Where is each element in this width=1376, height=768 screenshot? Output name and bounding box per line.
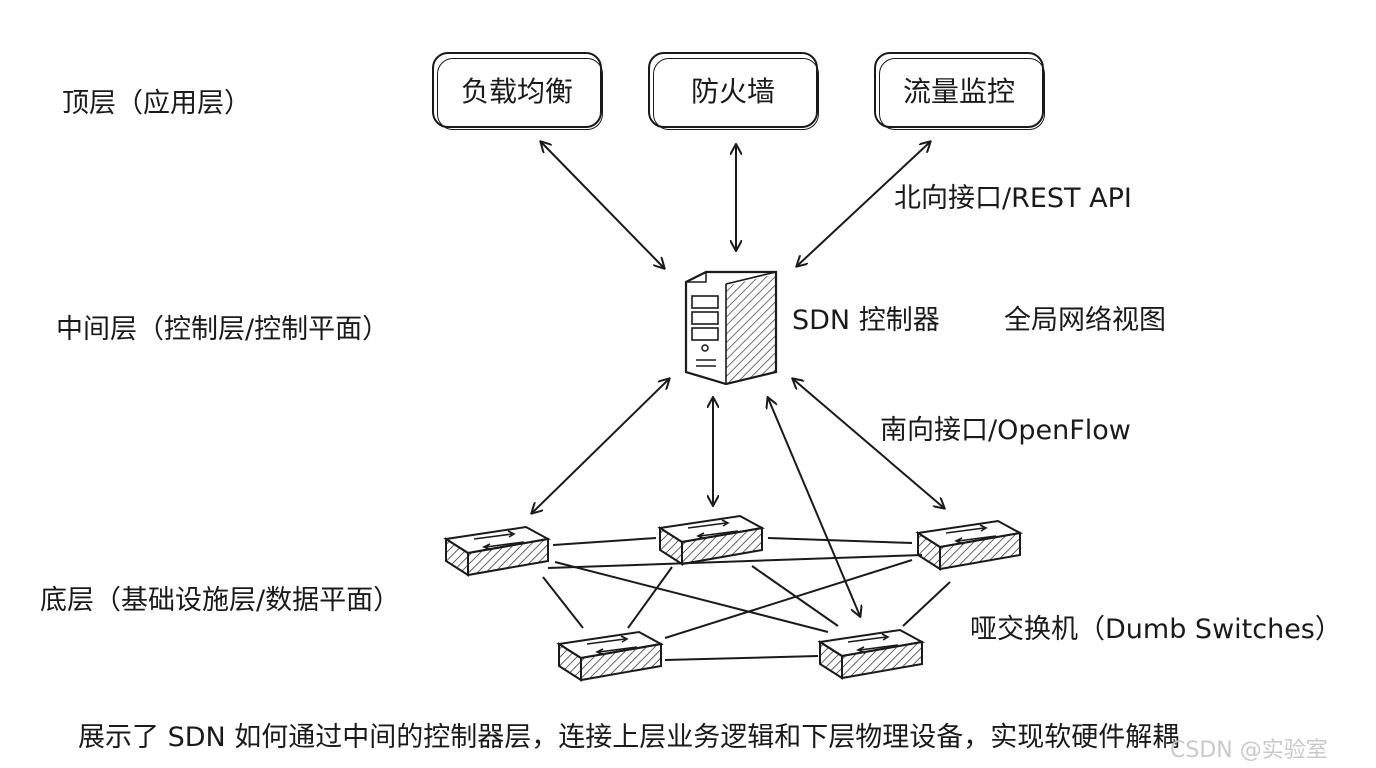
northbound-interface-label: 北向接口/REST API xyxy=(894,183,1132,214)
switch-icon-right xyxy=(917,520,1021,570)
arrow-controller-switch-left xyxy=(532,379,669,513)
global-view-label: 全局网络视图 xyxy=(1004,305,1166,336)
watermark: CSDN @实验室 xyxy=(1170,738,1328,763)
app-box-traffic-monitor: 流量监控 xyxy=(874,52,1045,130)
switch-icon-bottom-left xyxy=(558,631,662,681)
layer-label-bottom: 底层（基础设施层/数据平面） xyxy=(40,585,401,616)
controller-label: SDN 控制器 xyxy=(792,305,940,336)
app-box-load-balancer: 负载均衡 xyxy=(432,52,603,130)
server-icon xyxy=(684,270,778,386)
layer-label-top: 顶层（应用层） xyxy=(62,88,251,119)
arrow-load-balancer-controller xyxy=(541,142,664,268)
app-box-firewall: 防火墙 xyxy=(648,52,819,130)
switch-icon-center xyxy=(659,515,763,565)
arrow-controller-switch-right xyxy=(793,379,944,508)
arrow-controller-switch-bottom-right xyxy=(768,398,860,616)
switch-links xyxy=(542,537,951,661)
switch-icon-left xyxy=(445,526,549,576)
diagram-caption: 展示了 SDN 如何通过中间的控制器层，连接上层业务逻辑和下层物理设备，实现软硬… xyxy=(78,722,1180,753)
layer-label-middle: 中间层（控制层/控制平面） xyxy=(56,314,390,345)
southbound-arrows xyxy=(532,379,944,616)
northbound-arrows xyxy=(541,142,930,268)
arrow-traffic-monitor-controller xyxy=(797,142,930,266)
switch-icon-bottom-right xyxy=(819,629,923,679)
switches-label: 哑交换机（Dumb Switches） xyxy=(970,614,1342,645)
southbound-interface-label: 南向接口/OpenFlow xyxy=(880,415,1131,446)
